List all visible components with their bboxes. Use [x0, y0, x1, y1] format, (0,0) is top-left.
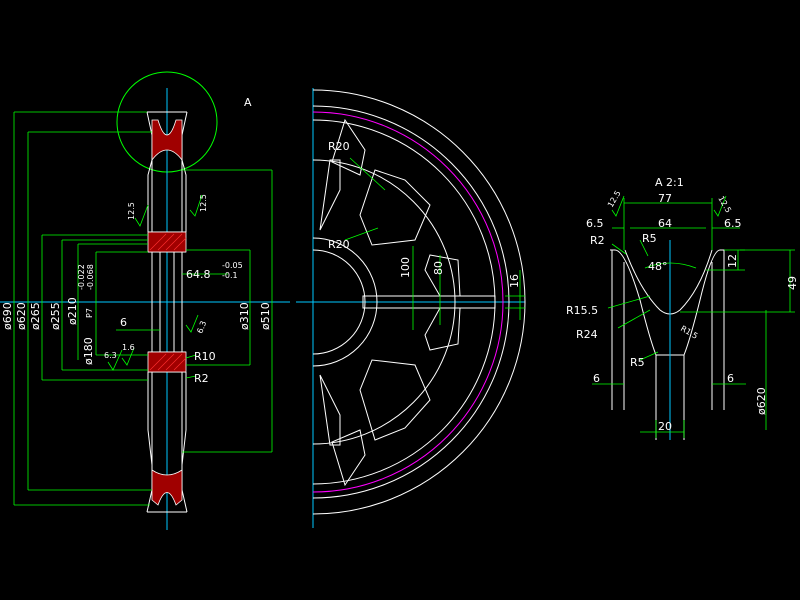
dim-dia-255: ø255	[49, 302, 62, 330]
dim-dia-180: ø180	[82, 337, 95, 365]
dim-6-5-left: 6.5	[586, 217, 604, 230]
fillet-r5-bottom: R5	[630, 356, 645, 369]
dim-keyway: 64.8	[186, 268, 211, 281]
dim-dia-510: ø510	[259, 302, 272, 330]
dim-dia-620-detail: ø620	[755, 387, 768, 415]
detail-view: A 2:1	[566, 176, 799, 440]
hatch-areas	[147, 119, 187, 506]
roughness-right: 12.5	[199, 194, 208, 212]
fillet-r2-detail: R2	[590, 234, 605, 247]
section-view: A	[0, 71, 290, 530]
dim-16: 16	[508, 274, 521, 288]
roughness-detail-right: 12.5	[716, 195, 733, 215]
dim-dia-210: ø210	[66, 297, 79, 325]
dim-6-5-right: 6.5	[724, 217, 742, 230]
bore-fit: P7	[85, 308, 94, 318]
roughness-bore-a: 6.3	[104, 351, 117, 360]
fillet-r5-top: R5	[642, 232, 657, 245]
fillet-r20-top: R20	[328, 140, 350, 153]
dim-12: 12	[726, 254, 739, 268]
fillet-r24: R24	[576, 328, 598, 341]
roughness-hub: 6.3	[195, 320, 208, 335]
dim-6-right: 6	[727, 372, 734, 385]
fillet-r20-mid: R20	[328, 238, 350, 251]
side-view: R20 R20 100 80 16	[296, 88, 526, 528]
dim-dia-310: ø310	[238, 302, 251, 330]
section-labels: ø690 ø620 ø265 ø255 ø210 ø180 P7 -0.022 …	[1, 194, 272, 385]
keyway-tol-lower: -0.1	[222, 271, 238, 280]
roughness-left: 12.5	[127, 202, 136, 220]
groove-angle: 48°	[648, 260, 668, 273]
detail-labels: 77 64 6.5 6.5 R2 R5 48° 12 49 R15.5 R24 …	[566, 189, 799, 433]
groove-profile	[610, 249, 725, 440]
fillet-r15-5: R15.5	[566, 304, 598, 317]
detail-marker: A	[244, 96, 252, 109]
dim-dia-620: ø620	[15, 302, 28, 330]
dim-64: 64	[658, 217, 672, 230]
dim-20: 20	[658, 420, 672, 433]
detail-title: A 2:1	[655, 176, 684, 189]
dim-dia-265: ø265	[29, 302, 42, 330]
dim-80: 80	[432, 261, 445, 275]
roughness-symbols	[107, 194, 203, 371]
dim-49: 49	[786, 276, 799, 290]
side-dimensions	[344, 157, 525, 330]
dim-6-left: 6	[593, 372, 600, 385]
roughness-bore-b: 1.6	[122, 343, 135, 352]
bore-tol-lower: -0.068	[86, 264, 95, 290]
side-labels: R20 R20 100 80 16	[328, 140, 521, 288]
bore-tol-upper: -0.022	[77, 264, 86, 290]
keyway-tol-upper: -0.05	[222, 261, 243, 270]
fillet-r2: R2	[194, 372, 209, 385]
dim-100: 100	[399, 257, 412, 278]
detail-dimensions	[592, 195, 795, 438]
fillet-r10: R10	[194, 350, 216, 363]
section-dimensions	[13, 111, 273, 506]
dim-web: 6	[120, 316, 127, 329]
pitch-circle	[312, 111, 504, 493]
dim-77: 77	[658, 192, 672, 205]
side-outline	[312, 89, 526, 515]
dim-dia-690: ø690	[1, 302, 14, 330]
